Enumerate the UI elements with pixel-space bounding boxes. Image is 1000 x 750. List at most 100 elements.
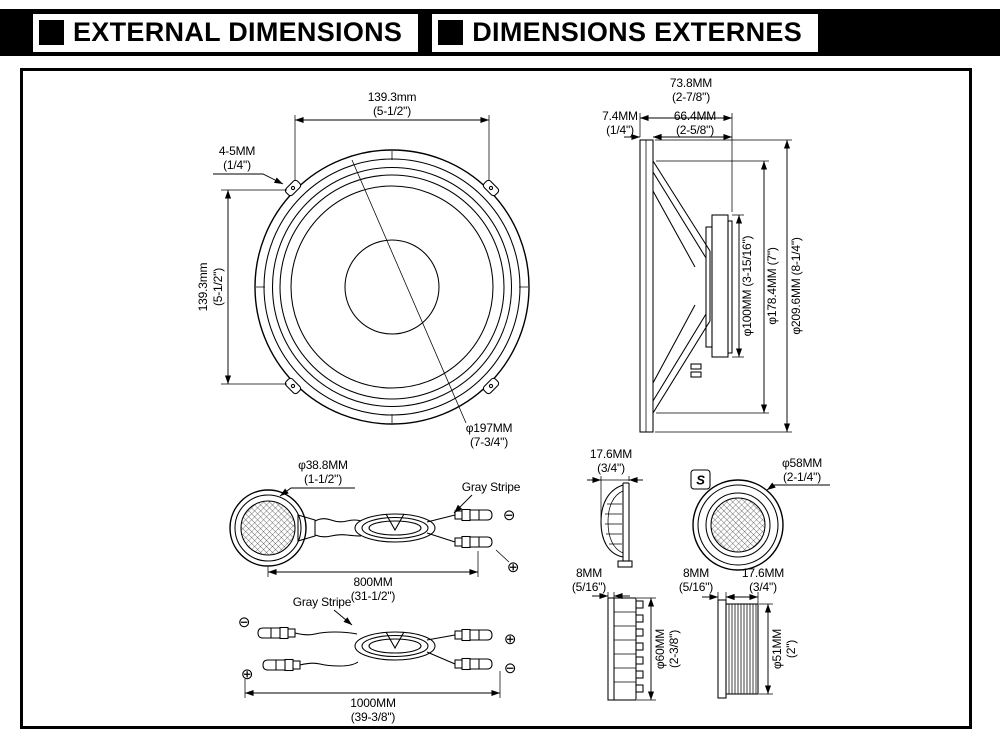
- dim-800-mm: 800MM: [353, 575, 392, 589]
- gray-stripe-callout: Gray Stripe: [453, 480, 521, 514]
- dim-tweeter-dia-mm: φ38.8MM: [298, 458, 348, 472]
- dim-mount-depth: 17.6MM (3/4"): [726, 566, 784, 604]
- header-bar: EXTERNAL DIMENSIONS DIMENSIONS EXTERNES: [0, 9, 1000, 56]
- dim-mount-depth-in: (3/4"): [749, 580, 777, 594]
- dim-spacer-dia-in: (2-3/8"): [667, 630, 681, 668]
- spade-terminal: [454, 657, 493, 671]
- dim-mount-dia: φ51MM (2"): [759, 603, 798, 695]
- dim-800-in: (31-1/2"): [351, 589, 396, 603]
- dim-body-depth: 66.4MM (2-5/8"): [653, 109, 732, 141]
- minus-terminal-symbol: ⊖: [504, 660, 516, 677]
- mount-cup-fins: [728, 604, 757, 694]
- tweeter-front-rim-outer: [692, 479, 784, 571]
- spacer-cup-body: [607, 597, 637, 701]
- cable-run: [294, 631, 456, 667]
- tweeter-wire-assembly: ⊖ ⊕ φ38.8MM (1-1/2") Gray Stripe 800MM (…: [229, 458, 521, 603]
- woofer-magnet-profile: [690, 214, 733, 378]
- dim-tweeter-depth-mm: 17.6MM: [590, 447, 632, 461]
- dim-tweeter-front-dia: φ58MM (2-1/4"): [766, 456, 830, 491]
- dim-cutout-in: (7-3/4"): [470, 435, 508, 449]
- dim-wire-length-800: 800MM (31-1/2"): [267, 551, 479, 603]
- gray-stripe-label: Gray Stripe: [293, 595, 352, 609]
- spacer-cup-view: 8MM (5/16") φ60MM (2-3/8"): [572, 566, 681, 701]
- flange-tick-marks: [256, 151, 528, 423]
- dim-flange-depth-mm: 7.4MM: [602, 109, 638, 123]
- woofer-surround-inner: [279, 174, 505, 400]
- plus-terminal-symbol: ⊕: [241, 666, 253, 683]
- spade-terminal: [454, 628, 493, 642]
- tweeter-front-mesh: [710, 497, 766, 553]
- crossover-cable-assembly: ⊖ ⊕ ⊕ ⊖ Gray Stripe 1000MM (39-3/8"): [238, 595, 517, 724]
- mount-cup-body: [725, 603, 759, 695]
- dim-magnet-dia-label: φ100MM (3-15/16"): [740, 235, 754, 336]
- tweeter-side-view: 17.6MM (3/4"): [587, 447, 643, 568]
- title-en: EXTERNAL DIMENSIONS: [73, 17, 403, 47]
- minus-terminal-symbol: ⊖: [503, 507, 515, 524]
- dim-cutout: φ197MM (7-3/4"): [466, 421, 513, 449]
- mounting-tabs: [284, 179, 500, 395]
- dim-flange-depth-in: (1/4"): [606, 123, 634, 137]
- brand-logo-badge: S: [690, 469, 711, 490]
- dim-front-dia-mm: φ58MM: [782, 456, 822, 470]
- dim-spacer-lip: 8MM (5/16"): [572, 566, 630, 600]
- dim-spacer-lip-mm: 8MM: [576, 566, 602, 580]
- woofer-side-view: 73.8MM (2-7/8") 7.4MM (1/4") 66.4MM (2-5…: [602, 76, 803, 433]
- woofer-dust-cap: [344, 239, 440, 335]
- dim-height-mm: 139.3mm: [196, 262, 210, 311]
- black-square-icon: [438, 20, 464, 45]
- tweeter-profile: [600, 482, 633, 568]
- title-fr-box: DIMENSIONS EXTERNES: [432, 13, 819, 52]
- dim-body-depth-mm: 66.4MM: [674, 109, 716, 123]
- dim-tweeter-dia-in: (1-1/2"): [304, 472, 342, 486]
- dim-overall-depth-mm: 73.8MM: [670, 76, 712, 90]
- minus-terminal-symbol: ⊖: [238, 614, 250, 631]
- woofer-basket-profile: [652, 160, 711, 414]
- dim-mount-lip-mm: 8MM: [683, 566, 709, 580]
- spacer-cup-ribs: [614, 600, 644, 693]
- dim-1000-in: (39-3/8"): [351, 710, 396, 724]
- dim-width-mm: 139.3mm: [368, 90, 417, 104]
- diagram-frame: 139.3mm (5-1/2") 139.3mm (5-1/2") 4-5MM …: [20, 68, 972, 729]
- gray-stripe-label: Gray Stripe: [462, 480, 521, 494]
- spade-terminal: [257, 626, 296, 640]
- dim-1000-mm: 1000MM: [350, 696, 396, 710]
- dim-mount-dia-mm: φ51MM: [770, 629, 784, 669]
- woofer-cone-edge: [290, 185, 494, 389]
- dim-width-in: (5-1/2"): [373, 104, 411, 118]
- wire-run: [314, 513, 456, 543]
- gray-stripe-callout: Gray Stripe: [293, 595, 353, 626]
- dim-tab-mm: 4-5MM: [219, 144, 256, 158]
- dim-cutout-mm: φ197MM: [466, 421, 513, 435]
- plus-terminal-symbol: ⊕: [504, 631, 516, 648]
- dim-frame-dia: φ178.4MM (7"): [656, 160, 779, 414]
- black-square-icon: [39, 20, 64, 45]
- dim-mount-depth-mm: 17.6MM: [742, 566, 784, 580]
- dim-wire-length-1000: 1000MM (39-3/8"): [244, 671, 501, 724]
- dim-tweeter-depth-in: (3/4"): [597, 461, 625, 475]
- tweeter-grille-mesh: [240, 500, 296, 556]
- mount-cup-view: 8MM (5/16") 17.6MM (3/4") φ51MM (2"): [679, 566, 798, 699]
- woofer-flange-outer: [254, 149, 530, 425]
- dim-magnet-dia: φ100MM (3-15/16"): [732, 214, 754, 358]
- title-en-box: EXTERNAL DIMENSIONS: [33, 13, 419, 52]
- dimensions-diagram: 139.3mm (5-1/2") 139.3mm (5-1/2") 4-5MM …: [196, 76, 830, 724]
- dim-overall-dia-label: φ209.6MM (8-1/4"): [789, 237, 803, 335]
- brand-logo-letter: S: [696, 473, 705, 488]
- dim-overall-depth-in: (2-7/8"): [672, 90, 710, 104]
- mount-cup-flange: [717, 599, 727, 699]
- dim-height: 139.3mm (5-1/2"): [196, 189, 287, 385]
- dim-mount-lip: 8MM (5/16"): [679, 566, 742, 604]
- dim-height-in: (5-1/2"): [211, 268, 225, 306]
- dim-front-dia-in: (2-1/4"): [783, 470, 821, 484]
- woofer-flange-inner: [263, 158, 521, 416]
- dim-overall-dia: φ209.6MM (8-1/4"): [655, 139, 803, 433]
- title-fr: DIMENSIONS EXTERNES: [472, 17, 803, 47]
- dim-mount-lip-in: (5/16"): [679, 580, 713, 594]
- dim-overall-depth: 73.8MM (2-7/8"): [639, 76, 733, 212]
- dim-tweeter-dia: φ38.8MM (1-1/2"): [279, 458, 355, 497]
- dim-flange-depth: 7.4MM (1/4"): [602, 109, 669, 141]
- tweeter-rim-inner: [234, 494, 302, 562]
- dim-tweeter-depth: 17.6MM (3/4"): [587, 447, 643, 518]
- woofer-surround-outer: [271, 166, 513, 408]
- plus-terminal-symbol: ⊕: [507, 559, 519, 576]
